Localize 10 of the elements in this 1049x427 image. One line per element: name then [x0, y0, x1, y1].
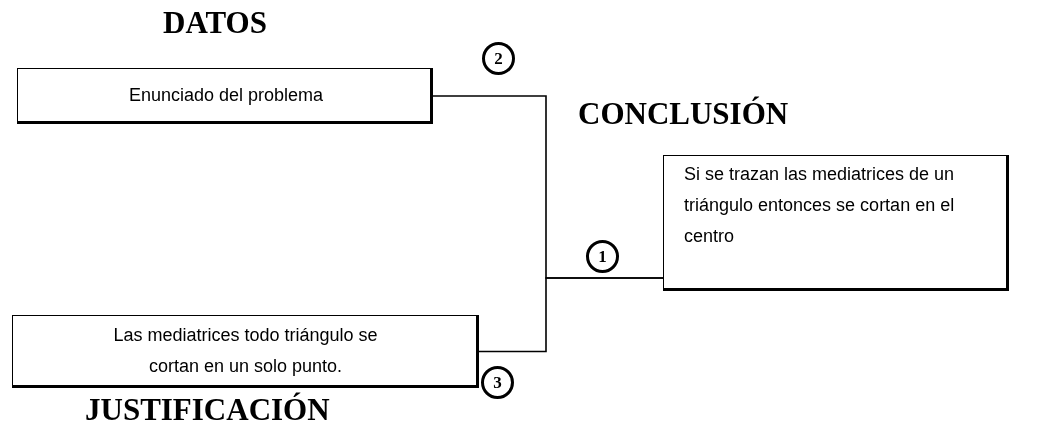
callout-number: 2	[482, 42, 515, 75]
section-heading: CONCLUSIÓN	[578, 98, 789, 129]
connector-line	[478, 277, 664, 353]
box-text: Las mediatrices todo triángulo se cortan en un solo punto.	[112, 324, 379, 378]
callout-number: 1	[586, 240, 619, 273]
section-heading: JUSTIFICACIÓN	[85, 394, 330, 425]
box-text: Si se trazan las mediatrices de un triángulo entonces se cortan en el centro	[684, 163, 956, 248]
box-text: Enunciado del problema	[127, 84, 325, 107]
callout-number: 3	[481, 366, 514, 399]
section-heading: DATOS	[163, 7, 267, 38]
